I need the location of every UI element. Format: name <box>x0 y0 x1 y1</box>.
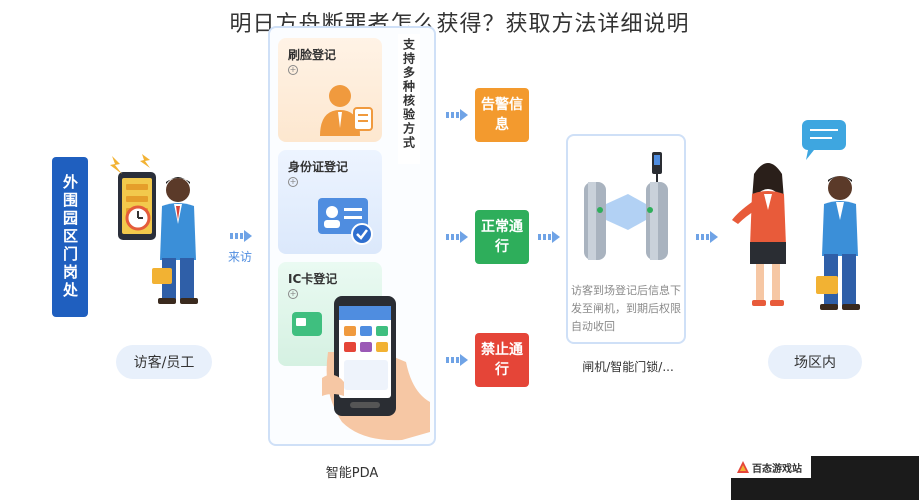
watermark-logo: 百态游戏站 <box>731 456 811 478</box>
add-icon: + <box>288 289 298 299</box>
visit-arrow-label: 来访 <box>228 250 253 264</box>
page-title: 明日方舟断罪者怎么获得？获取方法详细说明 <box>229 12 690 37</box>
turnstile-illustration <box>584 152 668 260</box>
id-card-registration-card: 身份证登记 + <box>278 150 382 254</box>
add-icon: + <box>288 65 298 75</box>
status-alert: 告警信息 <box>475 88 529 142</box>
arrow-icon <box>696 231 718 243</box>
face-scan-icon <box>320 85 373 136</box>
pda-caption: 智能PDA <box>325 466 379 481</box>
status-pass: 正常通行 <box>475 210 529 264</box>
visitor-label: 访客/员工 <box>116 345 212 379</box>
people-inside-illustration <box>732 120 860 310</box>
watermark-text: 百态游戏站 <box>752 463 802 475</box>
gate-description: 访客到场登记后信息下发至闸机，到期后权限自动收回 <box>571 284 681 333</box>
pda-device-illustration <box>322 296 430 441</box>
add-icon: + <box>288 177 298 187</box>
card-title: 刷脸登记 <box>288 48 337 62</box>
gate-caption: 闸机/智能门锁/... <box>582 360 674 374</box>
arrow-icon <box>230 230 252 242</box>
arrow-icon <box>446 231 468 243</box>
arrow-icon <box>538 231 560 243</box>
face-registration-card: 刷脸登记 + <box>278 38 382 142</box>
card-title: IC卡登记 <box>288 272 338 286</box>
visitor-illustration <box>110 154 198 304</box>
ic-card-icon <box>292 312 322 336</box>
card-title: 身份证登记 <box>288 160 349 174</box>
arrow-icon <box>446 354 468 366</box>
status-denied: 禁止通行 <box>475 333 529 387</box>
arrow-icon <box>446 109 468 121</box>
logo-icon <box>737 461 749 473</box>
verification-methods-label: 支持多种核验方式 <box>398 34 420 164</box>
entry-point-badge: 外围园区门岗处 <box>52 157 88 317</box>
id-card-icon <box>318 198 373 245</box>
inside-area-label: 场区内 <box>768 345 862 379</box>
